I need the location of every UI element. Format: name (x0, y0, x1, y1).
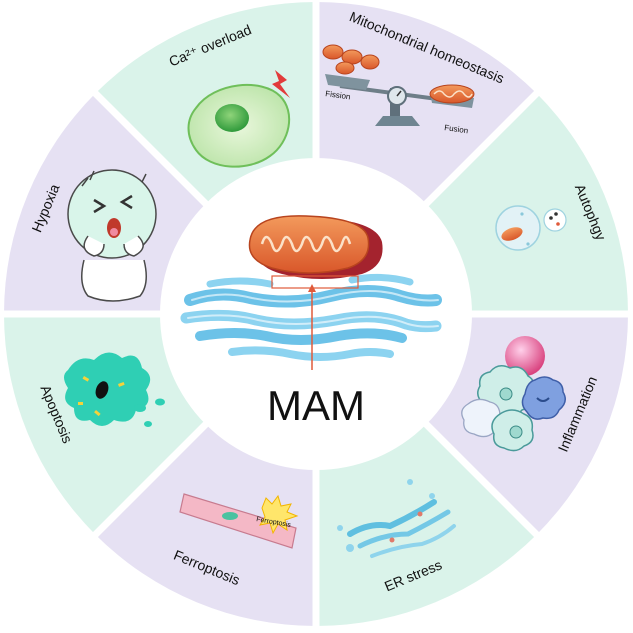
mitochondria-fission-icon (322, 44, 380, 75)
lightning-icon (272, 70, 290, 98)
mito-balance-illustration: Fission Fusion (322, 44, 475, 135)
mam-central-illustration: MAM (180, 215, 442, 429)
autophagosome-illustration (495, 205, 567, 251)
ferroptosis-cell-illustration: Ferroptosis (179, 493, 299, 549)
arrow-head-icon (308, 284, 316, 292)
fusion-label: Fusion (444, 123, 469, 135)
endoplasmic-reticulum-icon (180, 273, 442, 361)
ca-overload-cell-illustration (187, 70, 290, 168)
immune-cells-illustration (461, 336, 566, 452)
fission-label: Fission (325, 89, 351, 101)
hypoxia-face-illustration (67, 169, 157, 302)
mitochondria-fusion-icon (429, 84, 475, 104)
center-label: MAM (267, 382, 365, 429)
apoptosis-cell-illustration (64, 352, 165, 427)
mitochondrion-icon (248, 215, 383, 279)
er-stress-illustration (337, 479, 456, 558)
contact-site-box (271, 275, 359, 289)
center-disc (160, 158, 472, 470)
